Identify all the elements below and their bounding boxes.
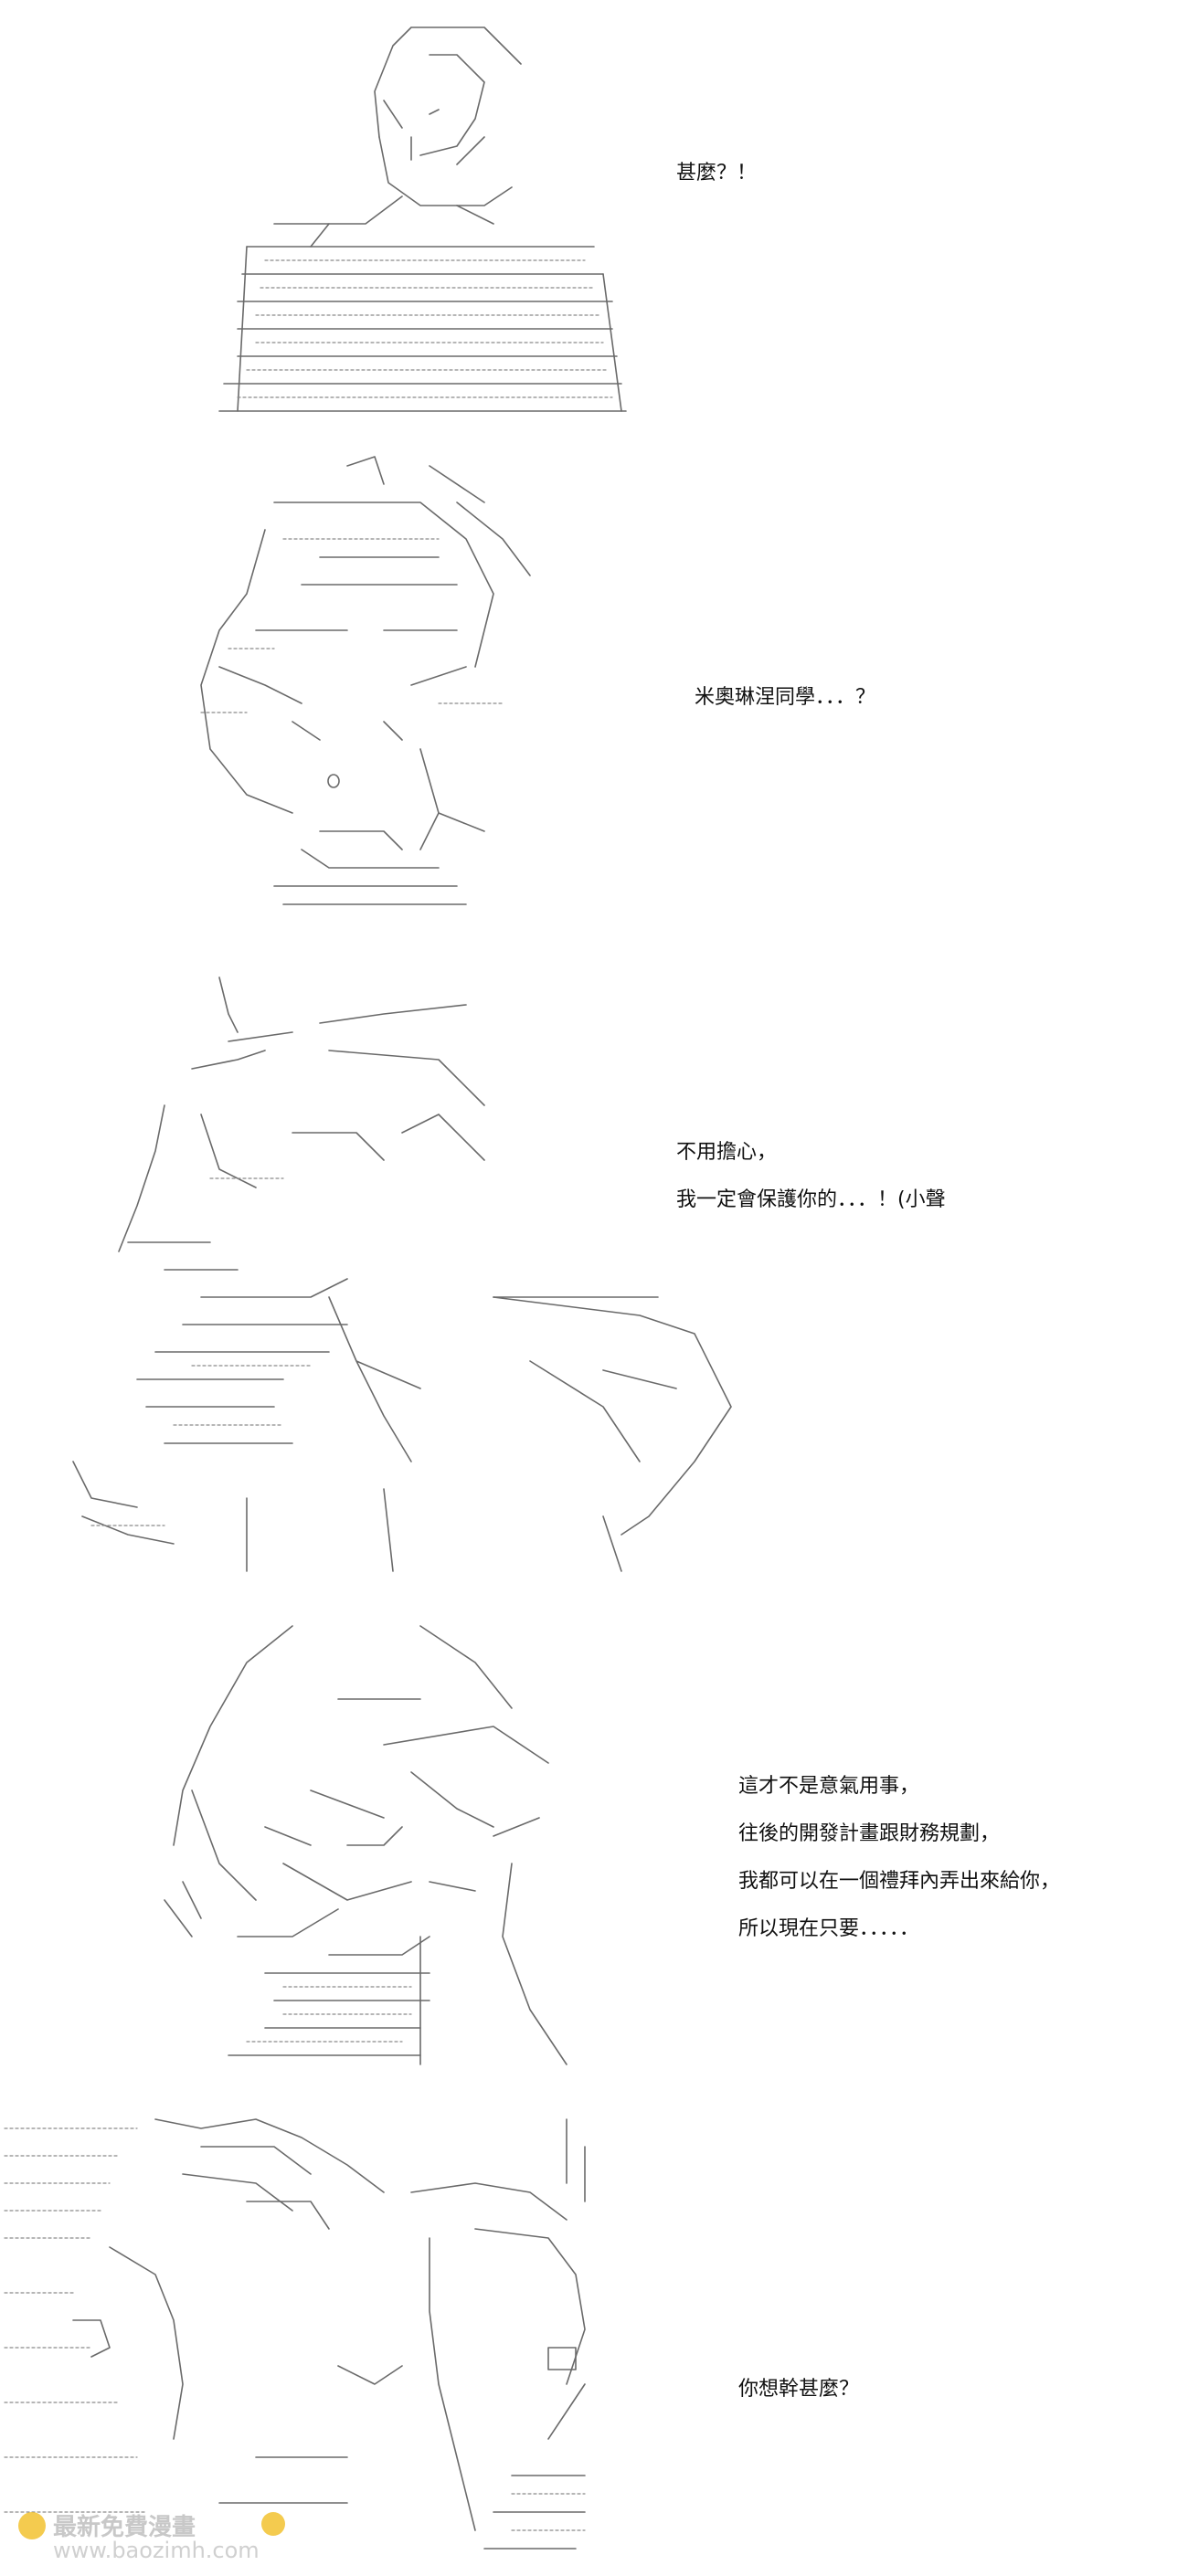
watermark-url: www.baozimh.com: [53, 2538, 260, 2563]
watermark: 最新免費漫畫 www.baozimh.com: [13, 2507, 287, 2571]
panel-1-dialog: 甚麼？！: [676, 150, 757, 197]
dialog-line: 這才不是意氣用事，: [738, 1775, 920, 1798]
dialog-line: 甚麼？！: [676, 162, 758, 185]
bun-icon: [18, 2512, 46, 2539]
dialog-line: 米奧琳涅同學．．．？: [695, 686, 876, 709]
panel-5-ascii-art: [4, 2118, 586, 2550]
dialog-line: 不用擔心，: [676, 1141, 778, 1164]
panel-5: 你想幹甚麼？: [0, 2101, 1188, 2576]
panel-3: 不用擔心， 我一定會保護你的．．．！(小聲: [0, 941, 1188, 1589]
bun-icon: [261, 2512, 285, 2536]
panel-3-ascii-art: [72, 977, 732, 1572]
panel-4-ascii-art: [164, 1625, 567, 2065]
dialog-line: 我都可以在一個禮拜內弄出來給你，: [738, 1870, 1061, 1893]
panel-3-dialog: 不用擔心， 我一定會保護你的．．．！(小聲: [676, 1129, 946, 1224]
panel-4: 這才不是意氣用事， 往後的開發計畫跟財務規劃， 我都可以在一個禮拜內弄出來給你，…: [0, 1589, 1188, 2101]
panel-1-ascii-art: [218, 26, 627, 412]
panel-2: 米奧琳涅同學．．．？: [0, 429, 1188, 941]
dialog-line: 往後的開發計畫跟財務規劃，: [738, 1822, 1001, 1845]
dialog-line: 你想幹甚麼？: [738, 2378, 860, 2401]
panel-2-ascii-art: [200, 456, 531, 905]
panel-4-dialog: 這才不是意氣用事， 往後的開發計畫跟財務規劃， 我都可以在一個禮拜內弄出來給你，…: [738, 1763, 1060, 1953]
panel-5-dialog: 你想幹甚麼？: [738, 2366, 859, 2413]
dialog-line: 我一定會保護你的．．．！(小聲: [676, 1188, 946, 1211]
watermark-title: 最新免費漫畫: [53, 2514, 196, 2541]
panel-1: 甚麼？！: [0, 0, 1188, 429]
dialog-line: 所以現在只要．．．．．: [738, 1917, 920, 1940]
panel-2-dialog: 米奧琳涅同學．．．？: [695, 674, 875, 722]
